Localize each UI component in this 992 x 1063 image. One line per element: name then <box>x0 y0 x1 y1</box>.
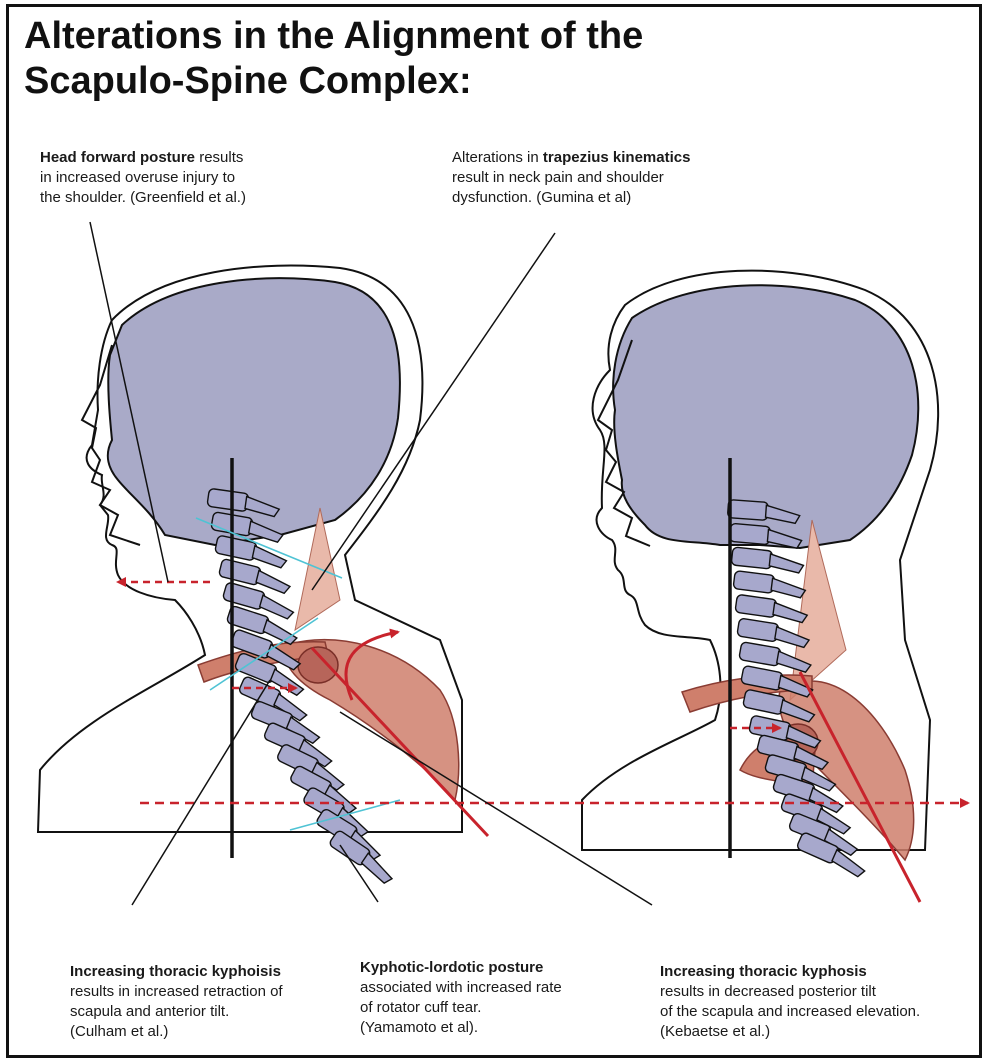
note-trapezius-pre: Alterations in <box>452 149 543 166</box>
note-thoracic-kyphoisis-line2: results in increased retraction of <box>70 982 283 1002</box>
note-thoracic-kyphosis-line3: of the scapula and increased elevation. <box>660 1002 920 1022</box>
note-thoracic-kyphosis-heading: Increasing thoracic kyphosis <box>660 962 920 982</box>
right-vertebra-body <box>727 500 768 521</box>
note-trapezius: Alterations in trapezius kinematics resu… <box>452 148 690 208</box>
note-kyphotic-lordotic-line4: (Yamamoto et al). <box>360 1018 562 1038</box>
right-vertebra-body <box>733 571 775 594</box>
note-trapezius-heading: trapezius kinematics <box>543 149 691 166</box>
note-head-forward-heading: Head forward posture <box>40 149 195 166</box>
note-thoracic-kyphoisis-heading: Increasing thoracic kyphoisis <box>70 962 283 982</box>
note-thoracic-kyphosis-line2: results in decreased posterior tilt <box>660 982 920 1002</box>
note-kyphotic-lordotic-line3: of rotator cuff tear. <box>360 998 562 1018</box>
note-kyphotic-lordotic-heading: Kyphotic-lordotic posture <box>360 958 562 978</box>
note-trapezius-line3: dysfunction. (Gumina et al) <box>452 188 690 208</box>
right-figure <box>582 271 938 902</box>
note-kyphotic-lordotic-line2: associated with increased rate <box>360 978 562 998</box>
note-head-forward-line3: the shoulder. (Greenfield et al.) <box>40 188 246 208</box>
note-thoracic-kyphoisis-line4: (Culham et al.) <box>70 1022 283 1042</box>
left-spinous-process <box>359 853 396 885</box>
note-thoracic-kyphosis-line4: (Kebaetse et al.) <box>660 1022 920 1042</box>
note-thoracic-kyphosis: Increasing thoracic kyphosis results in … <box>660 962 920 1042</box>
note-thoracic-kyphoisis: Increasing thoracic kyphoisis results in… <box>70 962 283 1042</box>
right-vertebra-body <box>729 523 770 544</box>
note-head-forward-line2: in increased overuse injury to <box>40 168 246 188</box>
note-head-forward: Head forward posture results in increase… <box>40 148 246 208</box>
left-figure <box>38 266 488 886</box>
note-trapezius-line2: result in neck pain and shoulder <box>452 168 690 188</box>
note-thoracic-kyphoisis-line3: scapula and anterior tilt. <box>70 1002 283 1022</box>
note-kyphotic-lordotic: Kyphotic-lordotic posture associated wit… <box>360 958 562 1038</box>
note-head-forward-rest: results <box>195 149 243 166</box>
right-vertebra-body <box>731 547 773 569</box>
